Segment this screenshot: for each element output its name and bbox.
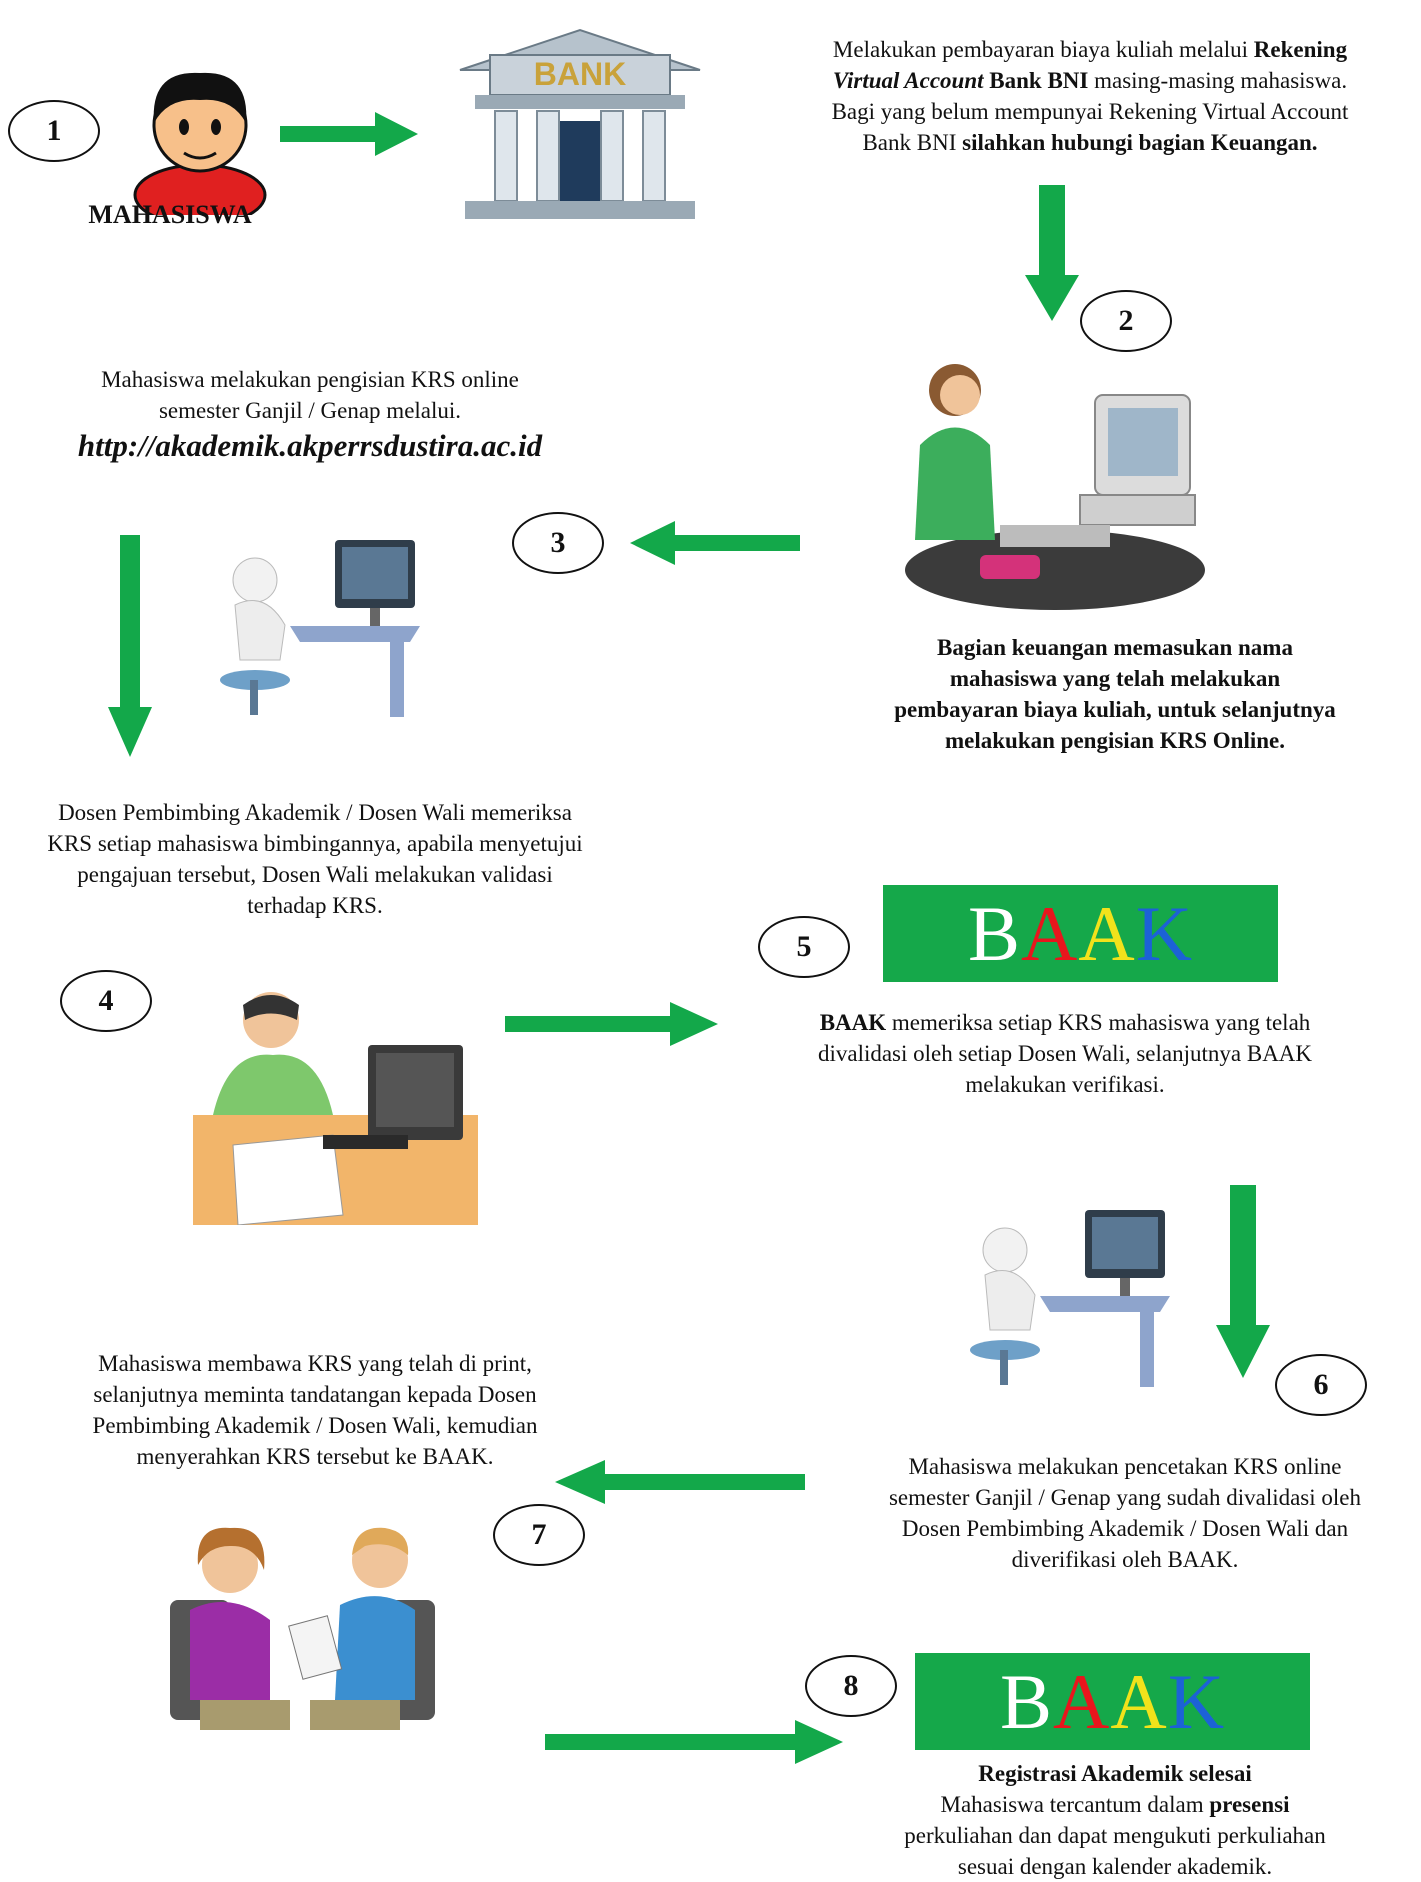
step-5-number: 5 [796,930,812,963]
step-7-number: 7 [531,1518,547,1551]
step-4-number: 4 [98,984,114,1017]
bank-icon: BANK [459,28,701,219]
step-4-text: Dosen Pembimbing Akademik / Dosen Wali m… [47,800,583,918]
arrow-6-left [555,1460,805,1504]
step-6-number: 6 [1313,1368,1329,1401]
step-5-circle: 5 [758,916,850,978]
step-7-text: Mahasiswa membawa KRS yang telah di prin… [92,1351,538,1469]
step-1-text: Melakukan pembayaran biaya kuliah melalu… [831,37,1349,155]
step-2-text: Bagian keuangan memasukan nama mahasiswa… [894,635,1336,753]
step-8-circle: 8 [805,1655,897,1717]
step-1-number: 1 [46,114,62,147]
arrow-7-right [545,1720,843,1764]
arrow-5-down [1216,1185,1270,1378]
step-6-circle: 6 [1275,1354,1367,1416]
step-3-number: 3 [550,526,566,559]
student-icon [133,72,267,215]
arrow-1-right [280,112,418,156]
computer-user-icon-6 [970,1210,1170,1387]
step-5-text: BAAK memeriksa setiap KRS mahasiswa yang… [817,1010,1313,1097]
mahasiswa-label: MAHASISWA [88,200,252,229]
step-4-circle: 4 [60,970,152,1032]
step-6-text: Mahasiswa melakukan pencetakan KRS onlin… [888,1454,1362,1572]
meeting-icon [170,1527,435,1730]
step-3-text: Mahasiswa melakukan pengisian KRS online… [101,367,519,423]
step-2-circle: 2 [1080,290,1172,352]
arrow-3-down [108,535,152,757]
step-1-circle: 1 [8,100,100,162]
lecturer-icon [193,992,478,1225]
krs-url-link[interactable]: http://akademik.akperrsdustira.ac.id [77,428,543,463]
arrow-3-left [630,521,800,565]
bank-label: BANK [534,56,626,92]
arrow-2-down [1025,185,1079,321]
step-2-number: 2 [1118,304,1134,337]
step-8-number: 8 [843,1669,859,1702]
step-7-circle: 7 [493,1504,585,1566]
finance-staff-icon [905,364,1205,610]
computer-user-icon-3 [220,540,420,717]
step-8-text: Registrasi Akademik selesai Mahasiswa te… [904,1761,1326,1879]
arrow-4-right [505,1002,718,1046]
step-3-circle: 3 [512,512,604,574]
